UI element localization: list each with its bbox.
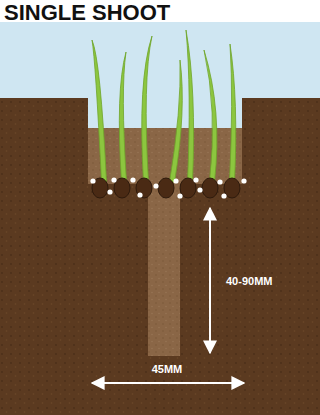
seed (202, 178, 218, 198)
grass-blade (142, 36, 152, 182)
fertiliser-granule (90, 178, 95, 183)
diagram-title: SINGLE SHOOT (4, 0, 170, 26)
soil (0, 98, 320, 415)
fertiliser-granule (221, 193, 226, 198)
seeds (90, 177, 246, 198)
dimension-label: 45MM (152, 363, 183, 375)
grass-blade (230, 44, 236, 182)
fertiliser-granule (111, 177, 116, 182)
seed (114, 178, 130, 198)
grass-blade (186, 30, 194, 182)
seed (136, 178, 152, 198)
fertiliser-granule (173, 178, 178, 183)
fertiliser-granule (177, 193, 182, 198)
depth-arrow (209, 208, 211, 353)
fertiliser-granule (107, 189, 112, 194)
fertiliser-granule (137, 192, 142, 197)
grass-blade (92, 40, 107, 182)
grass-shoots (92, 30, 236, 182)
fertiliser-granule (217, 179, 222, 184)
hole-fill (88, 128, 242, 184)
grass-blade (170, 60, 183, 182)
grass-blade (119, 52, 126, 182)
fertiliser-granule (153, 183, 158, 188)
fertiliser-granule (193, 177, 198, 182)
grass-blade (204, 50, 217, 182)
fertiliser-granule (130, 177, 135, 182)
width-arrow (92, 382, 244, 384)
slot-column (148, 184, 180, 356)
dimension-label: 40-90MM (226, 275, 272, 287)
hole-open (88, 98, 242, 128)
sky (0, 22, 320, 98)
seed (158, 178, 174, 198)
fertiliser-granule (241, 178, 246, 183)
fertiliser-granule (197, 187, 202, 192)
